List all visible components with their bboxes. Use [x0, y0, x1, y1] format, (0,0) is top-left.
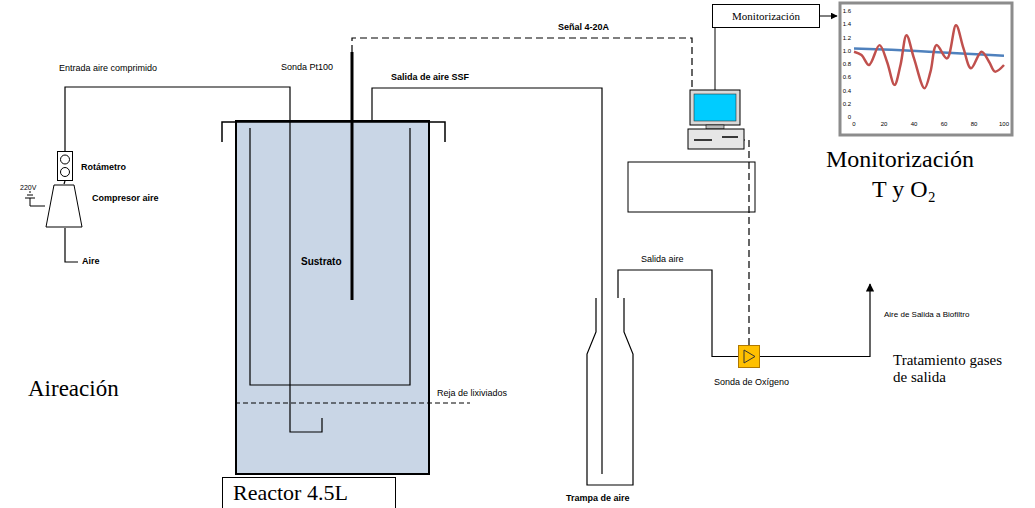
node-label: Monitorización — [732, 10, 800, 22]
reactor-lid — [222, 122, 445, 142]
title-box: Reactor 4.5L — [222, 477, 396, 508]
axis-tick: 1.4 — [836, 21, 851, 28]
computer-drives — [694, 137, 738, 140]
substrate-basket — [250, 128, 410, 385]
axis-tick: 20 — [881, 121, 888, 128]
leachate-grid — [235, 403, 470, 404]
pipe-connector — [64, 181, 65, 184]
monitoring-box: Monitorización — [712, 4, 820, 28]
monitor-screen — [694, 94, 736, 121]
air-intake-line — [65, 228, 78, 262]
node-label: Rotámetro — [81, 162, 126, 172]
annotation: Tratamiento gases de salida — [893, 352, 1011, 387]
display-arrow — [820, 16, 837, 17]
vessel-fill — [235, 120, 430, 475]
pipe-label: Salida aire — [640, 254, 685, 264]
axis-tick: 1.2 — [836, 35, 851, 42]
pipe-label: Entrada aire comprimido — [58, 63, 158, 73]
annotation: Monitorización — [826, 146, 974, 174]
annotation: Reja de lixiviados — [437, 388, 507, 398]
node-label: Sustrato — [301, 256, 342, 267]
oxygen-signal-wire — [744, 140, 749, 345]
axis-tick: 0.6 — [836, 74, 851, 81]
rotameter-shape — [57, 151, 73, 181]
node-label: Sonda de Oxígeno — [714, 377, 789, 387]
air-compressor: Compresor aire — [45, 184, 83, 228]
annotation: 220V — [20, 184, 36, 192]
oxygen-probe-shape — [738, 345, 760, 368]
monitor-cable — [715, 28, 716, 90]
air-trap: Trampa de aire — [586, 298, 634, 486]
chart-plot — [854, 25, 1004, 88]
node-label: Trampa de aire — [566, 493, 630, 503]
axis-tick: 0.4 — [836, 88, 851, 95]
annotation: Aire de Salida a Biofiltro — [884, 310, 969, 319]
series-line — [854, 25, 1004, 88]
rotameter: Rotámetro — [57, 151, 73, 181]
computer-case — [688, 129, 744, 149]
annotation: T y O₂ — [872, 176, 936, 204]
pt100-probe — [351, 52, 354, 300]
annotation: Sonda Pt100 — [281, 62, 333, 72]
signal-wire — [352, 38, 692, 90]
monitor-stand — [706, 125, 724, 129]
axis-tick: 0.8 — [836, 61, 851, 68]
desk — [628, 162, 755, 212]
power-supply-symbol — [25, 192, 45, 206]
annotation: Señal 4-20A — [558, 22, 609, 32]
node-label: Compresor aire — [92, 193, 159, 203]
reactor-vessel: Sustrato — [235, 120, 430, 475]
axis-tick: 0 — [836, 114, 851, 121]
oxygen-probe: Sonda de Oxígeno — [738, 345, 760, 368]
axis-tick: 1.0 — [836, 48, 851, 55]
axis-tick: 0.2 — [836, 101, 851, 108]
node-label: Reactor 4.5L — [233, 480, 348, 506]
annotation: Aire — [82, 256, 100, 266]
axis-tick: 40 — [911, 121, 918, 128]
axis-tick: 100 — [999, 121, 1009, 128]
pipe-connector — [65, 87, 290, 151]
air-inlet-pipe — [290, 120, 322, 432]
axis-tick: 0 — [852, 121, 855, 128]
annotation: Aireación — [28, 376, 119, 402]
pipe-connector — [618, 270, 738, 357]
axis-tick: 1.6 — [836, 8, 851, 15]
monitor — [690, 90, 740, 125]
axis-tick: 80 — [971, 121, 978, 128]
chart-frame — [840, 3, 1012, 135]
exhaust-line — [760, 284, 870, 357]
air-trap-shape — [586, 298, 634, 486]
air-compressor-shape — [45, 184, 83, 228]
axis-tick: 60 — [941, 121, 948, 128]
pipe-label: Salida de aire SSF — [390, 72, 470, 82]
